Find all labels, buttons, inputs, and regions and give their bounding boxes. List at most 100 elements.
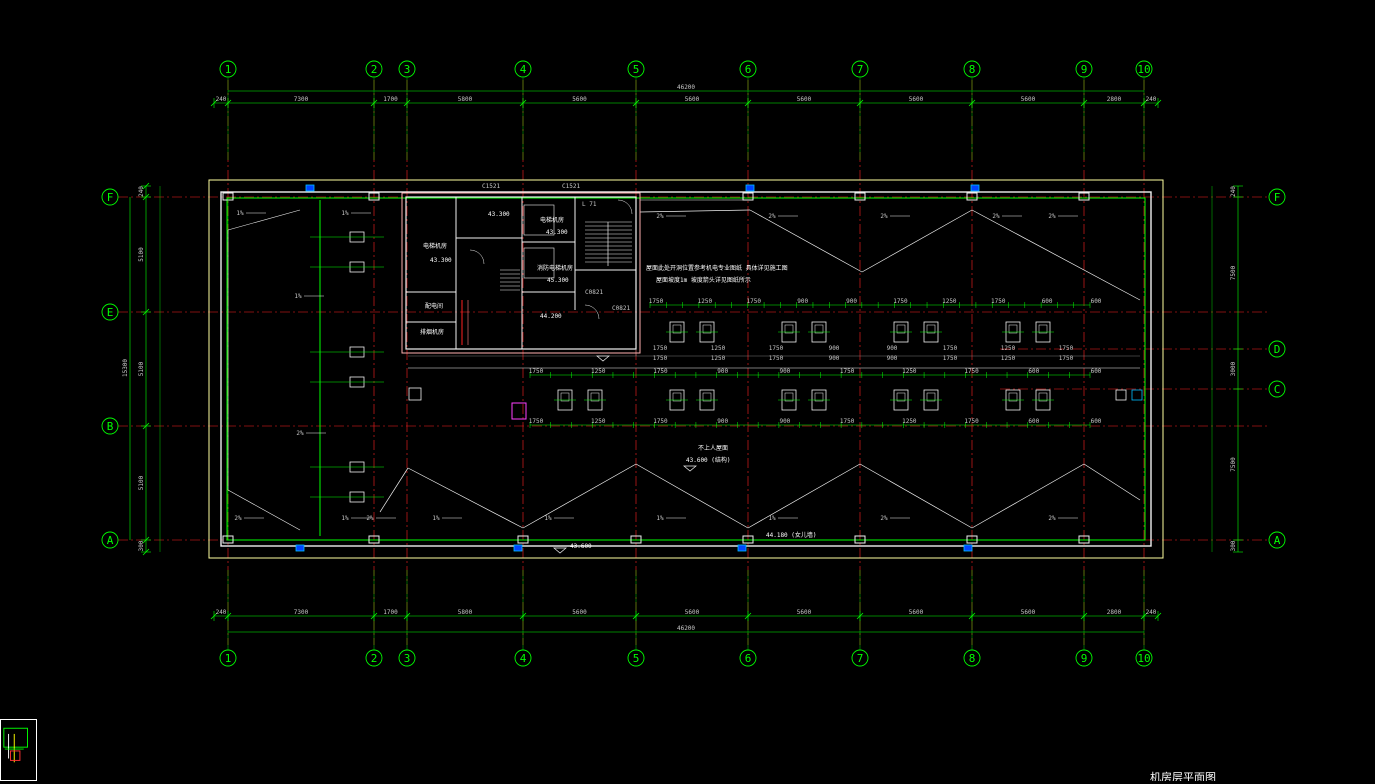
ac-unit-fan-16 <box>1008 392 1018 402</box>
equip-dim-label-2-27: 600 <box>1091 418 1102 425</box>
equip-dim-label-0-9: 900 <box>797 298 808 305</box>
window-tag-2: C1521 <box>562 183 580 190</box>
dim-bottom-span-8: 5600 <box>1021 609 1036 616</box>
axis-left-B-label: B <box>107 420 114 433</box>
axis-bottom-2-label: 2 <box>371 652 378 665</box>
column-1 <box>368 192 380 201</box>
core-outline <box>401 192 641 354</box>
equip-sub-label-1-2: 1750 <box>769 355 784 362</box>
roof-drain-5 <box>737 544 747 552</box>
axis-top-9-label: 9 <box>1081 63 1088 76</box>
axis-bottom-3-label: 3 <box>404 652 411 665</box>
slope-label-16: 1% <box>294 293 302 300</box>
building-walls <box>208 179 1164 559</box>
room-label-power: 配电间 <box>425 302 443 310</box>
axis-left-A-circle <box>101 531 119 549</box>
dim-left-slash-1 <box>142 193 150 201</box>
ridge-bottom-5 <box>971 463 1085 529</box>
dim-left-slash-4 <box>142 536 150 544</box>
axis-right-F-circle <box>1268 188 1286 206</box>
slope-label-4: 1% <box>341 515 349 522</box>
equip-dim-label-0-0: 1750 <box>649 298 664 305</box>
axis-right-D-label: D <box>1274 343 1281 356</box>
dim-left-span-1: 5100 <box>138 247 145 262</box>
slope-label-10: 2% <box>1048 515 1056 522</box>
level-triangle-0 <box>553 547 567 554</box>
ridge-bottom-start <box>379 467 409 513</box>
slope-label-5: 1% <box>432 515 440 522</box>
axis-bottom-1-circle <box>219 649 237 667</box>
axis-bottom-1-label: 1 <box>225 652 232 665</box>
slope-label-17: 2% <box>366 515 374 522</box>
stair-tag: L 71 <box>582 201 597 208</box>
dim-top-span-4: 5600 <box>572 96 587 103</box>
dim-bottom-span-6: 5600 <box>797 609 812 616</box>
viewport-thumbnail[interactable] <box>0 719 37 781</box>
roof-drain-2 <box>970 184 980 192</box>
axis-top-4-circle <box>514 60 532 78</box>
column-5 <box>1078 192 1090 201</box>
dim-bottom-total: 46200 <box>677 625 695 632</box>
axis-top-3-circle <box>398 60 416 78</box>
equip-dim-label-1-6: 1750 <box>653 368 668 375</box>
ac-unit-fan-8 <box>560 392 570 402</box>
axis-bottom-5-label: 5 <box>633 652 640 665</box>
axis-top-10-circle <box>1135 60 1153 78</box>
text-labels: 电梯机房 43.300 配电间 排烟机房 电梯机房 43.300 消防电梯机房 … <box>420 183 1216 781</box>
axis-top-1-circle <box>219 60 237 78</box>
level-mark-lobby: 44.200 <box>540 313 562 320</box>
dim-top-span-1: 7300 <box>294 96 309 103</box>
ridge-bottom-0 <box>407 467 524 529</box>
axis-top-9-circle <box>1075 60 1093 78</box>
axis-top-2-circle <box>365 60 383 78</box>
dim-left-slash-5 <box>142 548 150 556</box>
axis-left-E-circle <box>101 303 119 321</box>
ac-unit-fan-12 <box>784 392 794 402</box>
axis-left-E-label: E <box>107 306 114 319</box>
equip-dim-label-1-24: 600 <box>1028 368 1039 375</box>
column-11 <box>854 535 866 544</box>
small-unit-1 <box>408 387 422 401</box>
equip-dim-label-1-21: 1750 <box>964 368 979 375</box>
elevator-shaft-1 <box>523 204 555 236</box>
slope-label-8: 1% <box>768 515 776 522</box>
dim-bottom-span-0: 240 <box>216 609 227 616</box>
ridge-top-1 <box>749 209 863 273</box>
dim-top-total: 46200 <box>677 84 695 91</box>
roof-drain-0 <box>305 184 315 192</box>
dim-top-span-0: 240 <box>216 96 227 103</box>
column-9 <box>630 535 642 544</box>
room-level-fire-elevator: 45.300 <box>547 277 569 284</box>
roof-drain-6 <box>963 544 973 552</box>
equip-sub-label-0-5: 1750 <box>943 345 958 352</box>
dim-bottom-span-5: 5600 <box>685 609 700 616</box>
equip-sub-label-1-4: 900 <box>887 355 898 362</box>
dim-bottom-span-2: 1700 <box>383 609 398 616</box>
ac-unit-fan-14 <box>896 392 906 402</box>
equip-sub-label-0-3: 900 <box>829 345 840 352</box>
equip-dim-label-1-3: 1250 <box>591 368 606 375</box>
axis-top-10-label: 10 <box>1137 63 1150 76</box>
slope-label-14: 2% <box>992 213 1000 220</box>
roof-label: 不上人屋面 <box>698 444 728 452</box>
dim-right-span-3: 7500 <box>1230 457 1237 472</box>
axis-top-6-circle <box>739 60 757 78</box>
ridge-bottom-6 <box>1083 463 1141 501</box>
axis-bottom-10-circle <box>1135 649 1153 667</box>
axis-right-A-label: A <box>1274 534 1281 547</box>
axis-right-A-circle <box>1268 531 1286 549</box>
equip-sub-label-0-1: 1250 <box>711 345 726 352</box>
slope-label-2: 2% <box>234 515 242 522</box>
equip-sub-label-1-5: 1750 <box>943 355 958 362</box>
axis-bottom-6-label: 6 <box>745 652 752 665</box>
small-unit-3 <box>1131 389 1143 401</box>
dim-bottom-slash-0 <box>210 612 218 620</box>
equip-dim-label-1-12: 900 <box>779 368 790 375</box>
roof-drain-1 <box>745 184 755 192</box>
dim-bottom-span-3: 5800 <box>458 609 473 616</box>
ac-unit-fan-13 <box>814 392 824 402</box>
axis-bottom-5-circle <box>627 649 645 667</box>
axis-top-8-label: 8 <box>969 63 976 76</box>
axis-top-1-label: 1 <box>225 63 232 76</box>
